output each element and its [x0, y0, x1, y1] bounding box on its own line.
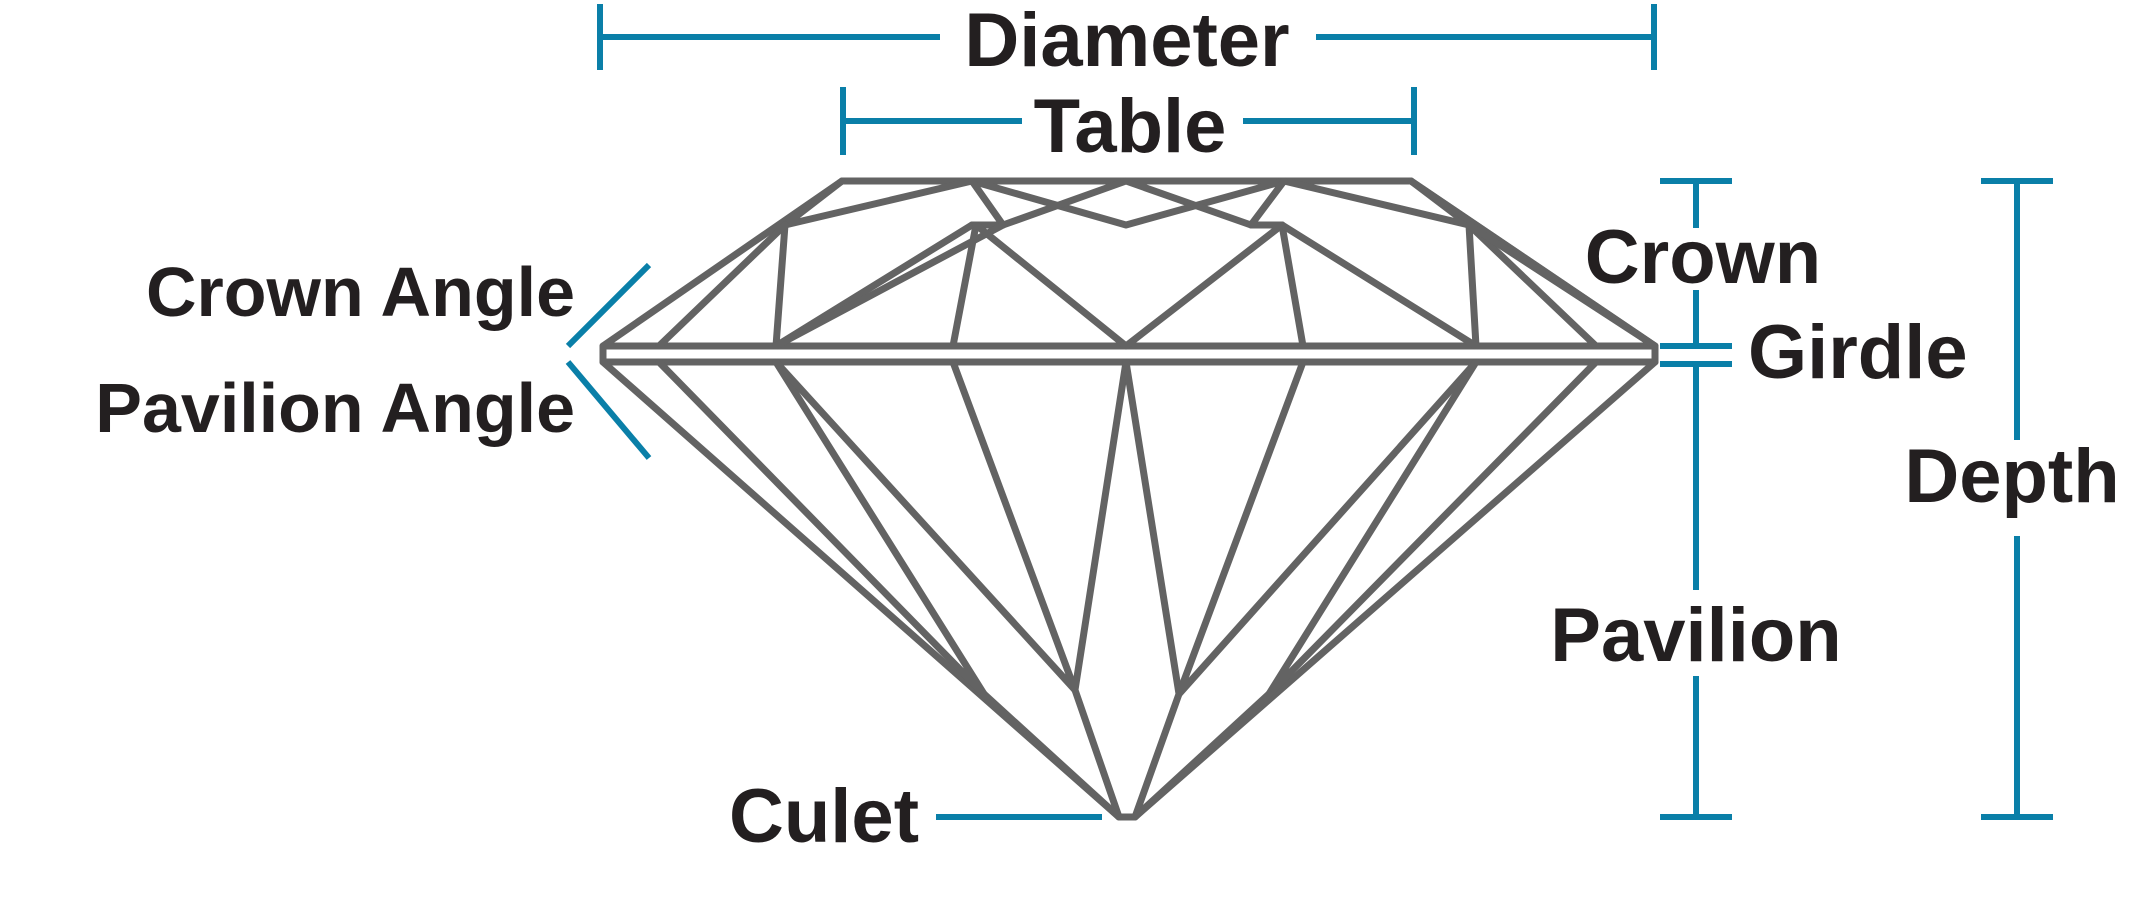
pavilion-angle-label: Pavilion Angle — [95, 369, 575, 447]
table-label: Table — [1034, 84, 1227, 169]
crown-label: Crown — [1585, 215, 1821, 300]
dimension-lines — [565, 4, 2053, 820]
girdle-band — [599, 342, 1659, 366]
girdle-label: Girdle — [1748, 310, 1968, 395]
crown-dimension-line — [1660, 178, 1732, 346]
crown-outline — [599, 177, 1659, 350]
depth-label: Depth — [1904, 434, 2119, 519]
pavilion-angle-marker — [565, 360, 652, 460]
labels: Diameter Table Crown Girdle Depth Pavili… — [95, 0, 2119, 859]
diameter-dimension-line — [597, 4, 1657, 70]
depth-dimension-line — [1981, 178, 2053, 820]
table-dimension-line — [840, 87, 1417, 155]
girdle-dimension-line — [1660, 343, 1732, 367]
pavilion-dimension-line — [1660, 364, 1732, 820]
culet-label: Culet — [729, 774, 919, 859]
pavilion-outline — [599, 358, 1659, 821]
crown-facets — [655, 177, 1659, 350]
pavilion-label: Pavilion — [1550, 593, 1841, 678]
diamond-drawing — [599, 177, 1659, 821]
diameter-label: Diameter — [964, 0, 1289, 83]
crown-angle-label: Crown Angle — [146, 253, 575, 331]
crown-angle-marker — [565, 262, 652, 349]
pavilion-facets — [655, 358, 1600, 821]
